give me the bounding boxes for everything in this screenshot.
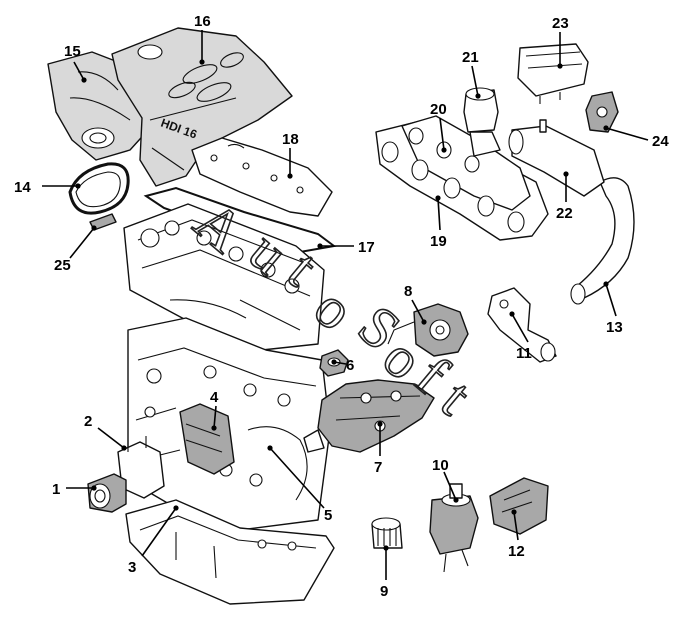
label-part-22: 22: [556, 205, 573, 222]
part-labels: 1 2 3 4 5 6 7 8 9 10 11 12 13 14 15 16 1…: [14, 13, 669, 600]
part-22-cooler: [508, 119, 605, 197]
part-1-oil-filter: [87, 473, 127, 513]
label-part-16: 16: [194, 13, 211, 30]
leader-lines: [42, 30, 649, 580]
label-part-2: 2: [84, 413, 92, 430]
label-part-5: 5: [324, 507, 332, 524]
label-part-18: 18: [282, 131, 299, 148]
label-part-7: 7: [374, 459, 382, 476]
label-part-8: 8: [404, 283, 412, 300]
part-19-20-manifolds: [375, 115, 549, 241]
part-23-module: [517, 43, 589, 104]
label-part-11: 11: [516, 345, 532, 362]
part-9-filter-element: [371, 517, 403, 549]
label-part-4: 4: [210, 389, 219, 406]
label-part-23: 23: [552, 15, 569, 32]
part-24-valve: [585, 91, 619, 133]
part-11-water-outlet: [487, 287, 557, 363]
label-part-10: 10: [432, 457, 449, 474]
label-part-15: 15: [64, 43, 81, 60]
label-part-17: 17: [358, 239, 375, 256]
label-part-3: 3: [128, 559, 136, 576]
label-part-6: 6: [346, 357, 354, 374]
engine-block-assembly: [117, 203, 335, 605]
part-14-belt: [68, 162, 130, 215]
part-13-hose: [570, 177, 635, 305]
part-12-bracket: [489, 477, 549, 535]
label-part-9: 9: [380, 583, 388, 600]
label-part-20: 20: [430, 101, 447, 118]
part-8-pump: [387, 303, 469, 357]
label-part-12: 12: [508, 543, 525, 560]
label-part-14: 14: [14, 179, 31, 196]
part-10-fuel-filter: [429, 483, 479, 573]
label-part-13: 13: [606, 319, 623, 336]
label-part-25: 25: [54, 257, 71, 274]
label-part-21: 21: [462, 49, 479, 66]
part-18-valve-cover: [191, 137, 333, 217]
label-part-1: 1: [52, 481, 60, 498]
label-part-24: 24: [652, 133, 669, 150]
label-part-19: 19: [430, 233, 447, 250]
part-21-egr-valve: [463, 87, 501, 157]
